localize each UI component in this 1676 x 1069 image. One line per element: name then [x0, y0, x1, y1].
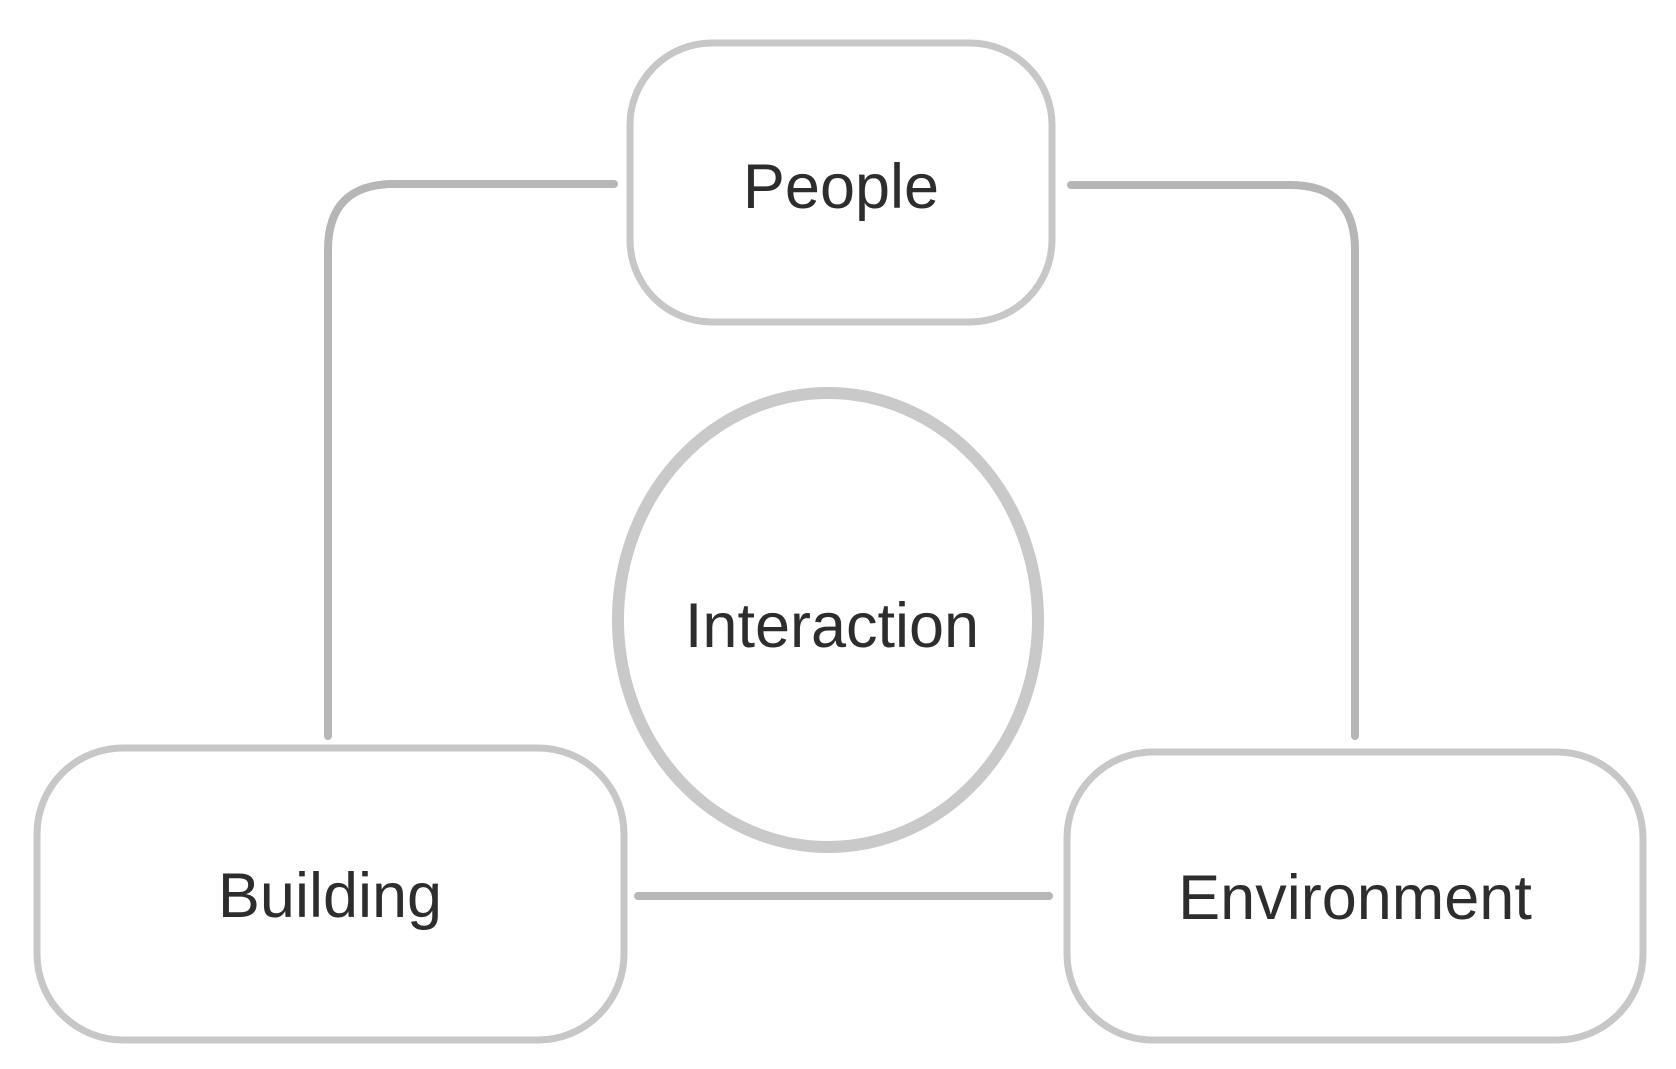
node-people: People: [626, 39, 1056, 326]
node-interaction: Interaction: [612, 387, 1044, 853]
environment-label: Environment: [1178, 863, 1532, 933]
people-label: People: [743, 152, 939, 222]
interaction-label: Interaction: [685, 591, 979, 661]
edge-people-building: [324, 180, 618, 740]
people-box: [626, 39, 1056, 326]
edges-group: [324, 180, 1359, 900]
node-building: Building: [33, 744, 628, 1044]
interaction-circle: [612, 387, 1044, 853]
environment-box: [1063, 748, 1647, 1044]
building-box: [33, 744, 628, 1044]
building-label: Building: [218, 861, 442, 931]
node-environment: Environment: [1063, 748, 1647, 1044]
edge-people-environment: [1067, 181, 1359, 740]
